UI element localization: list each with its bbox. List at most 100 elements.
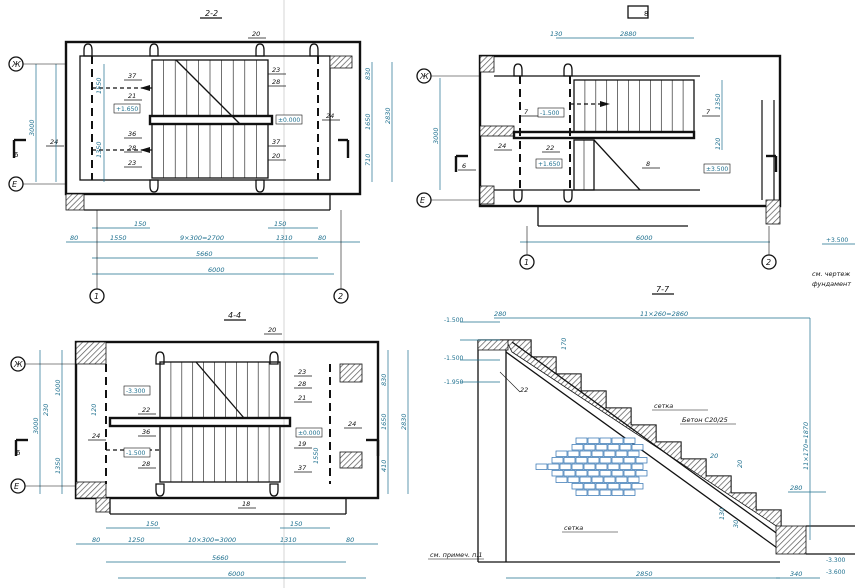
brick xyxy=(607,463,620,470)
position-tag: 24 xyxy=(50,138,58,146)
dimension-label: 340 xyxy=(790,570,802,578)
dimension-label: 170 xyxy=(560,338,568,350)
brick xyxy=(567,450,580,457)
brick xyxy=(575,457,588,464)
section-3-3: 8 7724222386-1.50 xyxy=(416,5,782,270)
brick xyxy=(571,463,584,470)
svg-text:1: 1 xyxy=(524,258,529,267)
level-mark: ±0.000 xyxy=(298,430,320,437)
position-tag: 37 xyxy=(272,138,281,146)
brick xyxy=(547,463,560,470)
brick xyxy=(627,476,640,483)
position-tag: 6 xyxy=(462,162,466,170)
svg-text:Ж: Ж xyxy=(13,360,23,369)
dimension-label: 230 xyxy=(42,404,50,416)
svg-text:Е: Е xyxy=(12,180,18,189)
dimension-label: 830 xyxy=(364,68,372,80)
brick xyxy=(583,444,596,451)
axis-markers-4-4: Ж Е xyxy=(10,356,76,494)
position-tag: 24 xyxy=(348,420,356,428)
dimension-label: 1550 xyxy=(110,234,127,242)
brick xyxy=(579,450,592,457)
dimension-label: 1550 xyxy=(95,77,103,94)
position-tag: 36 xyxy=(142,428,150,436)
brick xyxy=(631,463,644,470)
brick xyxy=(623,489,636,496)
svg-text:2: 2 xyxy=(766,258,771,267)
position-tag: 37 xyxy=(298,464,307,472)
brick xyxy=(619,444,632,451)
brick xyxy=(595,444,608,451)
position-tag: 8 xyxy=(646,160,650,168)
flight-lower-4-4 xyxy=(159,425,281,483)
brick xyxy=(599,457,612,464)
position-tag: 23 xyxy=(298,368,306,376)
brick xyxy=(535,463,548,470)
dimension-label: -1.500 xyxy=(444,355,464,362)
brick xyxy=(615,476,628,483)
level-mark: -3.300 xyxy=(126,388,146,395)
dimension-label: 6000 xyxy=(208,266,225,274)
dimension-label: 2880 xyxy=(620,30,637,38)
brick xyxy=(603,450,616,457)
brick xyxy=(587,470,600,477)
brick xyxy=(599,470,612,477)
dimension-label: 3000 xyxy=(432,127,440,144)
position-tag: 28 xyxy=(298,380,306,388)
dimension-label: 2850 xyxy=(636,570,653,578)
position-tag: 28 xyxy=(272,78,280,86)
position-tag: 28 xyxy=(128,144,136,152)
position-tag: 36 xyxy=(128,130,136,138)
note-label: см. примеч. п.1 xyxy=(430,551,483,559)
position-tag: 24 xyxy=(326,112,334,120)
brick xyxy=(563,470,576,477)
dimension-label: 2830 xyxy=(400,413,408,430)
axis-markers-3-3: Ж Е 1 2 xyxy=(416,68,777,270)
brick-infill xyxy=(535,437,648,496)
dimension-label: 130 xyxy=(718,508,726,520)
dimension-label: 280 xyxy=(494,310,506,318)
dimension-label: 1650 xyxy=(380,413,388,430)
level-mark: +1.650 xyxy=(538,161,560,168)
flight-upper-2-2 xyxy=(151,59,269,117)
brick xyxy=(603,476,616,483)
brick xyxy=(591,450,604,457)
svg-text:Е: Е xyxy=(14,482,20,491)
position-tag: 7 xyxy=(524,108,529,116)
svg-text:2: 2 xyxy=(338,292,343,301)
dimension-label: 11×170=1870 xyxy=(802,422,810,470)
position-tag: 19 xyxy=(298,440,306,448)
dimension-label: 80 xyxy=(346,536,354,544)
dimension-label: 280 xyxy=(790,484,802,492)
dimension-label: 20 xyxy=(736,460,744,468)
brick xyxy=(631,444,644,451)
dimension-label: 30 xyxy=(732,520,740,528)
flight-lower-3-3 xyxy=(573,139,641,191)
brick xyxy=(579,476,592,483)
dimension-label: 1650 xyxy=(364,113,372,130)
dimension-label: 2830 xyxy=(384,107,392,124)
brick xyxy=(611,489,624,496)
brick xyxy=(611,457,624,464)
flight-upper-3-3 xyxy=(573,79,695,133)
brick xyxy=(595,463,608,470)
section-title-4-4: 4-4 xyxy=(228,311,241,320)
note-label: сетка xyxy=(654,402,673,410)
position-tag: 21 xyxy=(128,92,136,100)
dimension-label: 150 xyxy=(290,520,302,528)
flight-lower-2-2 xyxy=(151,123,269,179)
foundation-note: фундамент xyxy=(812,280,851,288)
brick xyxy=(607,444,620,451)
brick xyxy=(551,457,564,464)
dimension-label: 6000 xyxy=(636,234,653,242)
dimension-label: 1550 xyxy=(312,447,320,464)
dimension-label: 1310 xyxy=(276,234,293,242)
position-tag: 24 xyxy=(92,432,100,440)
level-mark: -1.500 xyxy=(126,450,146,457)
svg-text:6: 6 xyxy=(14,151,19,159)
svg-text:Ж: Ж xyxy=(419,72,429,81)
dimension-label: 150 xyxy=(146,520,158,528)
position-tag: 24 xyxy=(498,142,506,150)
